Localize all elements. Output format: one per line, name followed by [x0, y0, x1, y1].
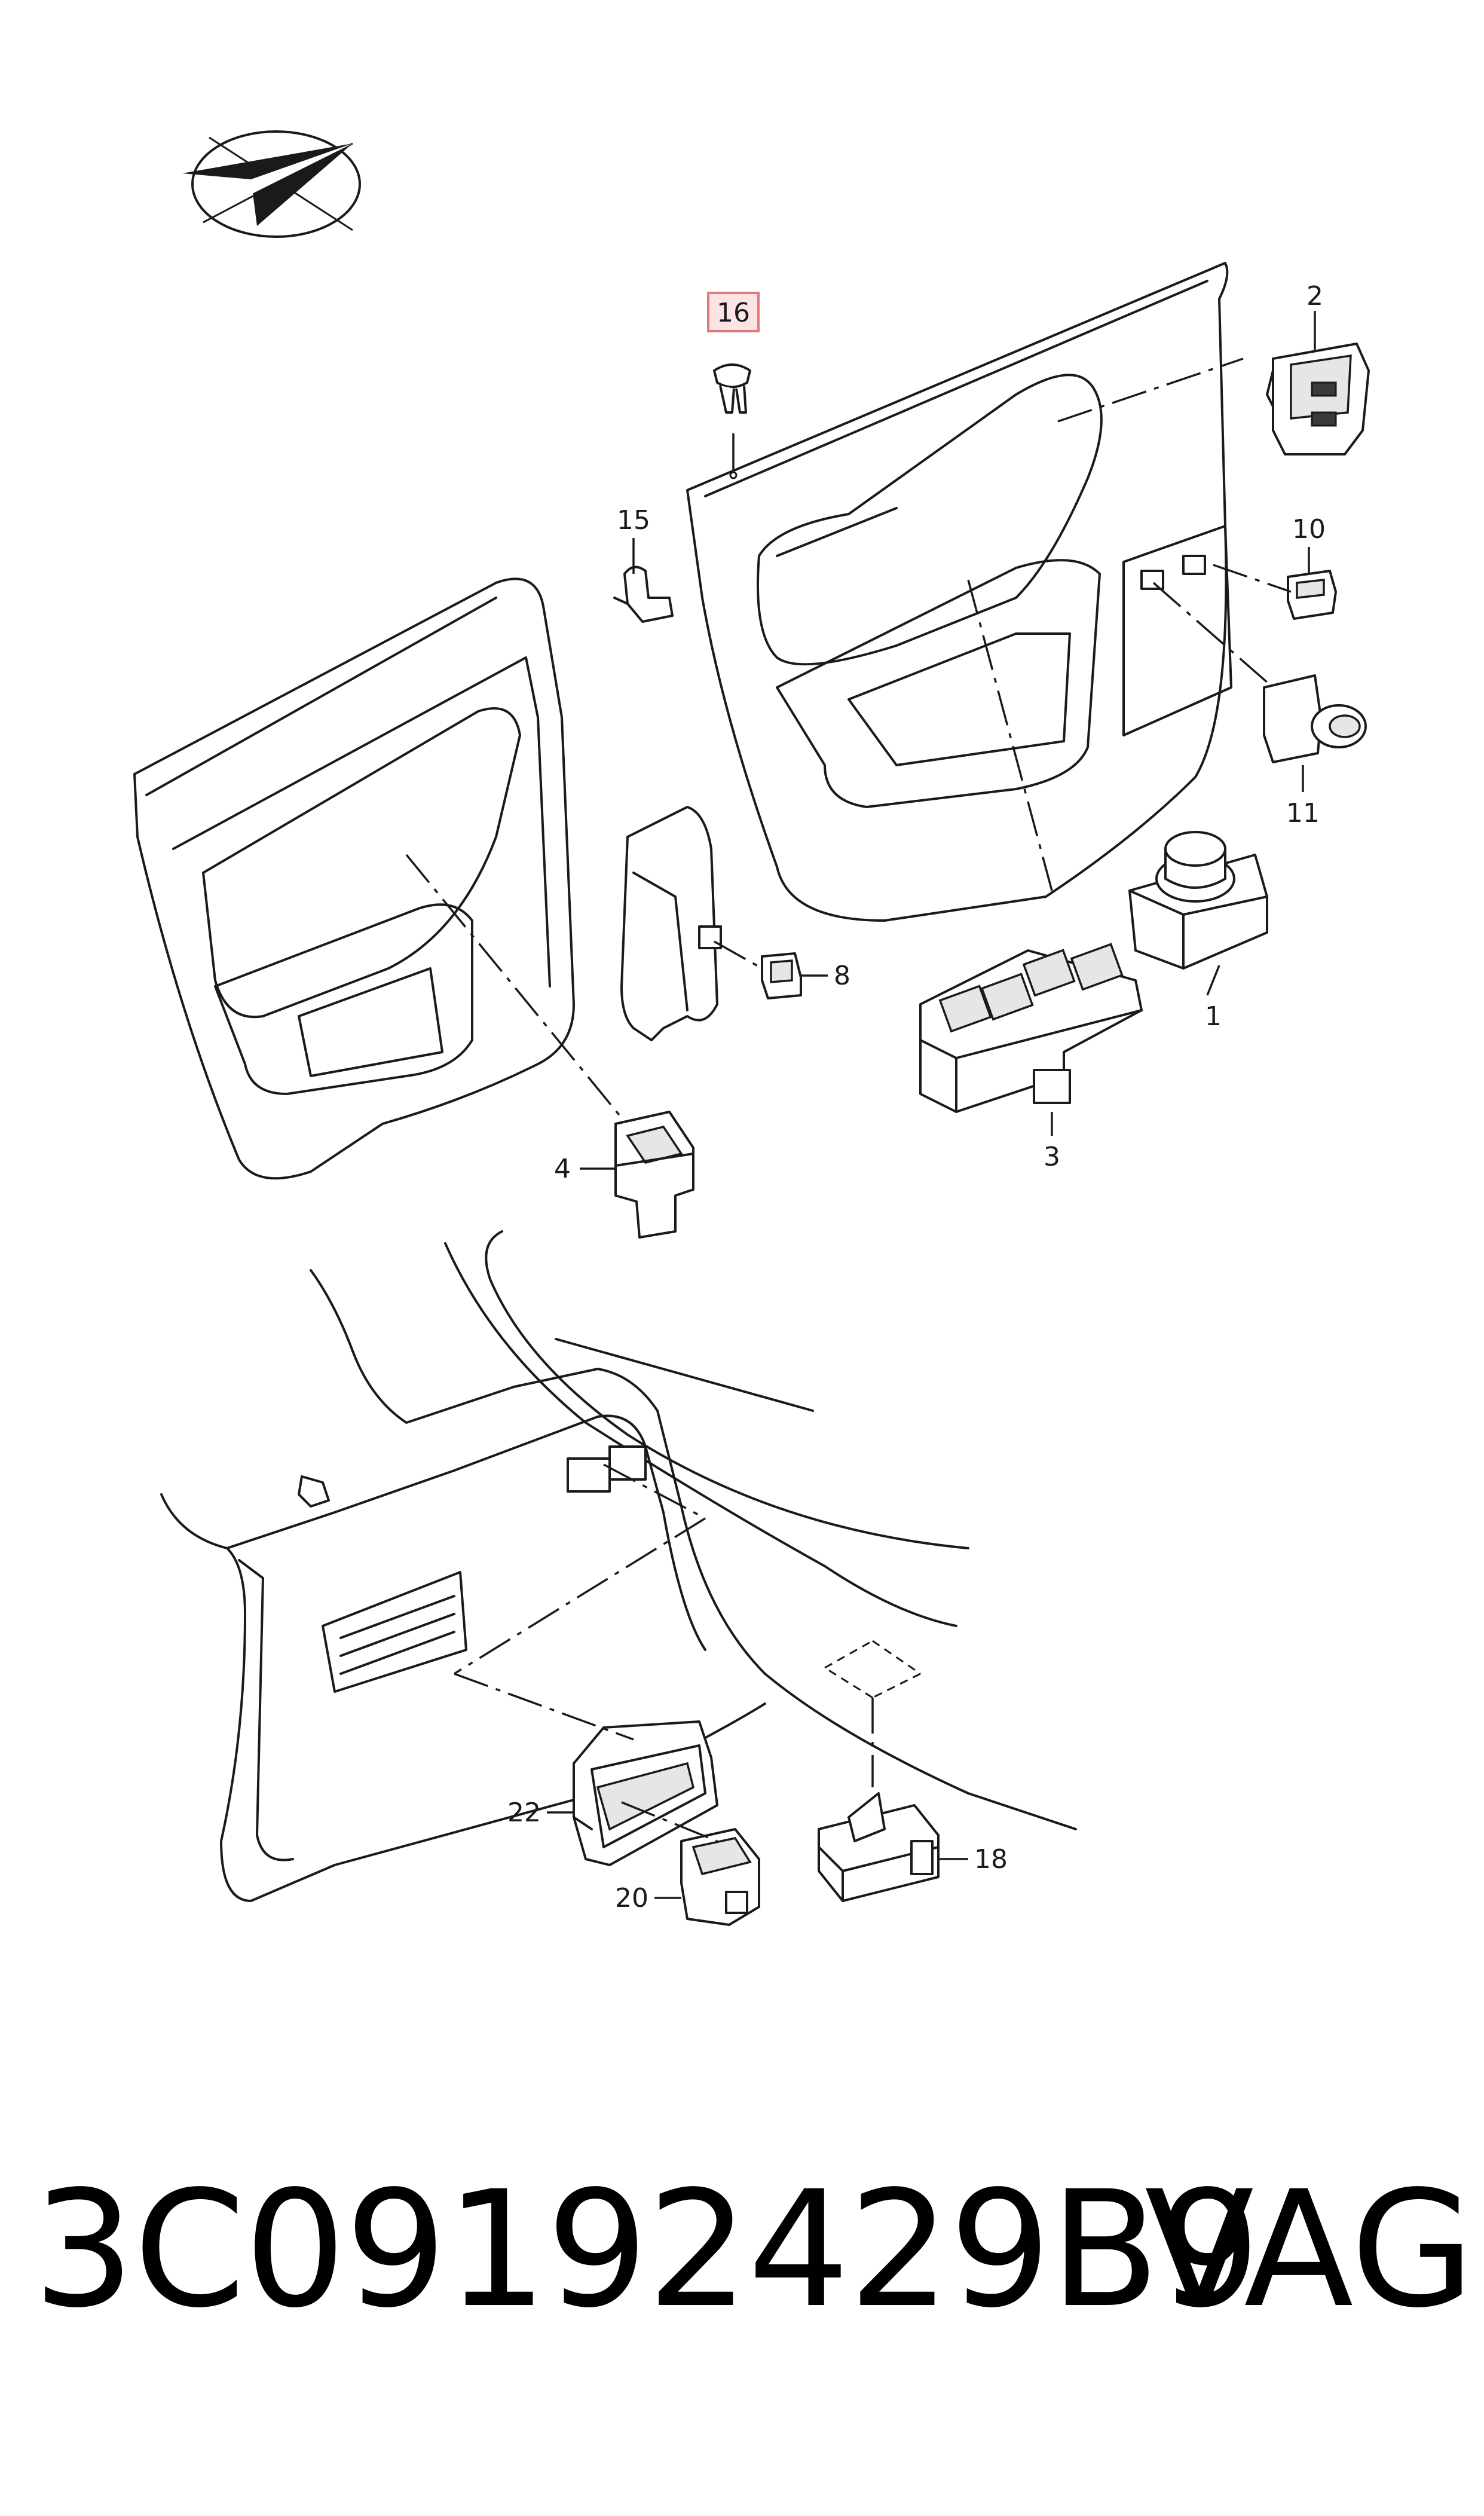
callout-2: 2: [1306, 281, 1323, 311]
window-switch-part-2: [1266, 343, 1370, 455]
mirror-adjust-switch-part-1: [1128, 831, 1268, 970]
bezel-part-22: [573, 1720, 718, 1866]
part-number: 3C09192429B9: [33, 2157, 1260, 2343]
highlight-box-16: [707, 292, 760, 332]
b-pillar-trim: [620, 806, 722, 1041]
switch-part-8: [761, 952, 802, 999]
switch-part-18: [818, 1792, 940, 1902]
callout-15: 15: [617, 505, 650, 536]
brand-name: VAG: [1145, 2157, 1475, 2343]
callout-11: 11: [1286, 798, 1320, 829]
master-window-switch-part-3: [919, 943, 1143, 1113]
callout-1: 1: [1205, 1001, 1222, 1032]
callout-20: 20: [615, 1883, 648, 1913]
callout-10: 10: [1292, 514, 1326, 545]
knob-switch-part-11: [1263, 674, 1367, 763]
trim-clip-part-16: [713, 363, 751, 479]
assignment-lines: [405, 357, 1292, 1842]
callout-16: 16: [717, 298, 750, 328]
clip-part-15: [613, 565, 674, 623]
small-switch-part-10: [1287, 570, 1337, 620]
callout-4: 4: [554, 1154, 571, 1184]
leader-lines: [547, 311, 1316, 1899]
callout-3: 3: [1044, 1142, 1060, 1172]
rear-window-switch-part-4: [614, 1111, 694, 1239]
check-paper-plane-logo-icon: [182, 130, 361, 238]
callout-22: 22: [507, 1797, 541, 1828]
callout-18: 18: [974, 1844, 1008, 1875]
switch-part-20: [680, 1828, 760, 1926]
front-door-trim-panel: [686, 262, 1232, 922]
rear-door-trim-panel: [133, 577, 575, 1180]
callout-8: 8: [834, 961, 850, 991]
luggage-compartment-side-panel: [160, 1230, 1077, 1902]
